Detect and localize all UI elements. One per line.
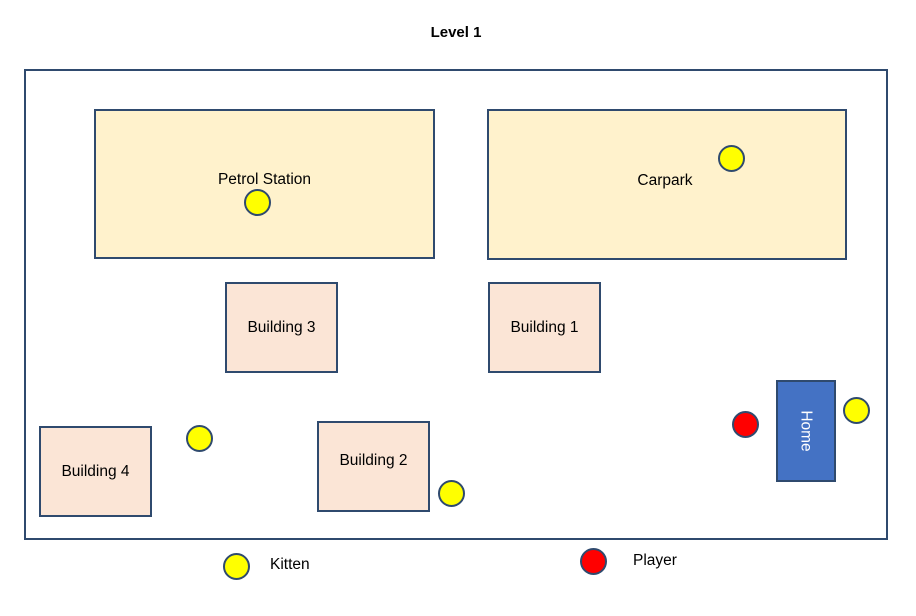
building-2-label: Building 2 — [339, 452, 408, 469]
petrol-station-label: Petrol Station — [217, 171, 312, 188]
kitten-marker-near-building-4 — [186, 425, 213, 452]
building-1: Building 1 — [488, 282, 601, 373]
kitten-marker-near-building-2 — [438, 480, 465, 507]
legend-kitten-label: Kitten — [270, 556, 310, 573]
kitten-marker-carpark — [718, 145, 745, 172]
legend-kitten-icon — [223, 553, 250, 580]
carpark-zone: Carpark — [487, 109, 847, 260]
building-3: Building 3 — [225, 282, 338, 373]
home-building: Home — [776, 380, 836, 482]
legend-player-label: Player — [633, 552, 677, 569]
home-label: Home — [797, 410, 815, 452]
building-2: Building 2 — [317, 421, 430, 512]
building-4: Building 4 — [39, 426, 152, 517]
legend-player-icon — [580, 548, 607, 575]
kitten-marker-petrol-station — [244, 189, 271, 216]
player-marker — [732, 411, 759, 438]
level-map-boundary — [24, 69, 888, 540]
kitten-marker-near-home — [843, 397, 870, 424]
building-3-label: Building 3 — [247, 318, 316, 336]
building-1-label: Building 1 — [510, 318, 579, 336]
building-4-label: Building 4 — [61, 462, 130, 480]
petrol-station-zone: Petrol Station — [94, 109, 435, 259]
carpark-label: Carpark — [637, 172, 693, 189]
level-title: Level 1 — [430, 24, 482, 41]
